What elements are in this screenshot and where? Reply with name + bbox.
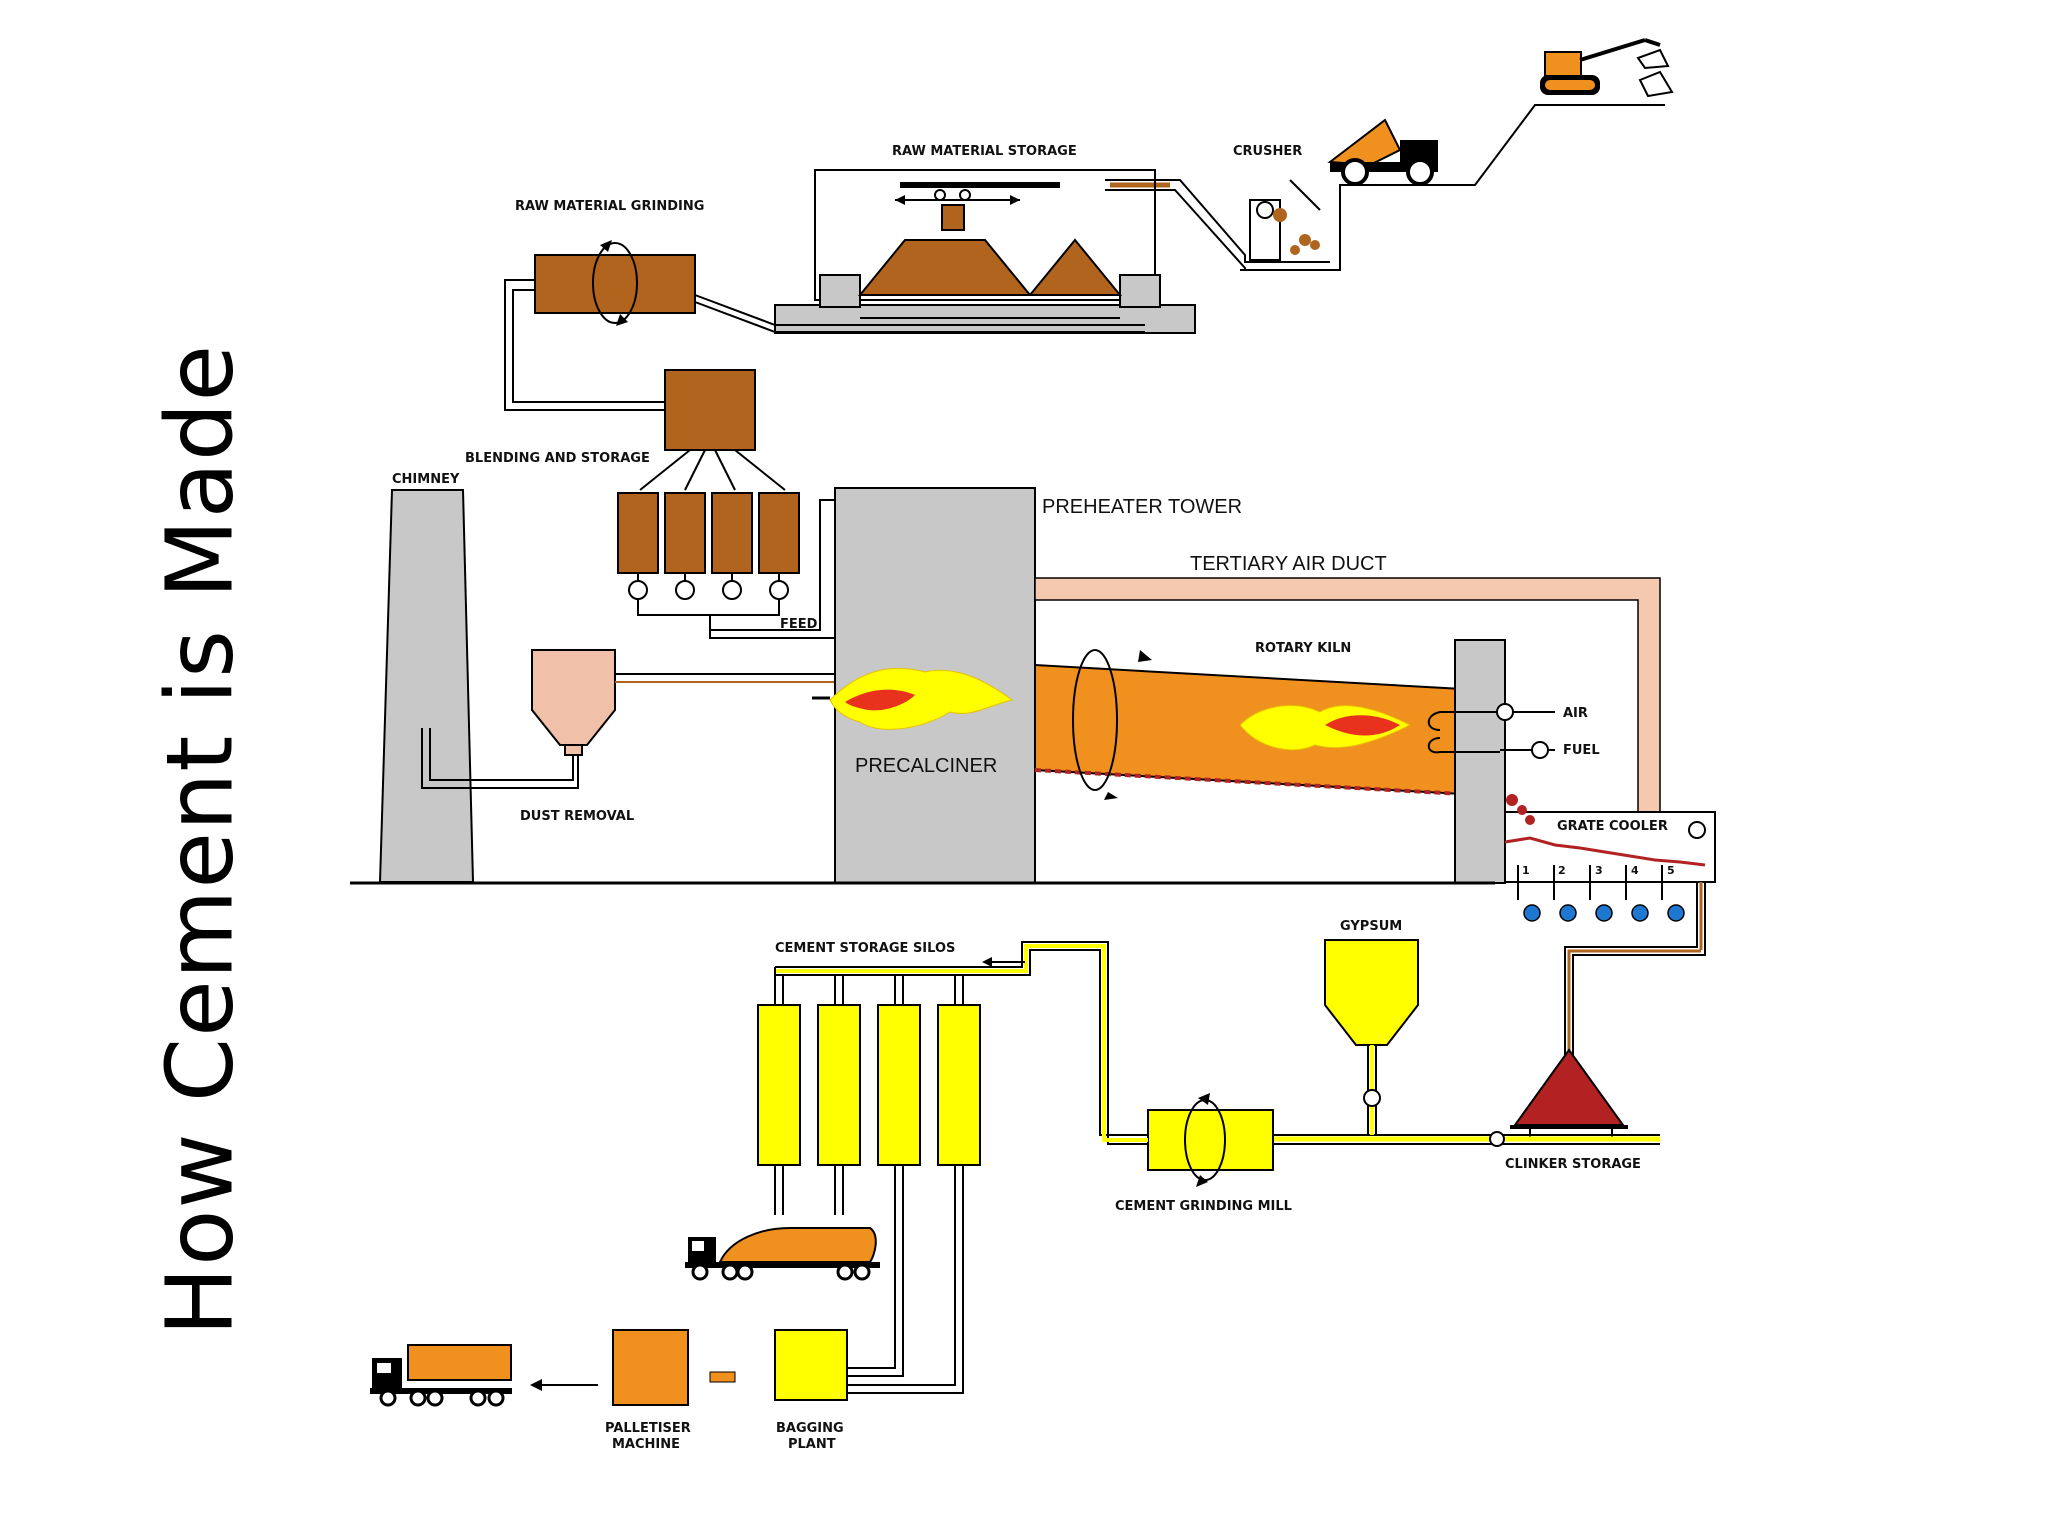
silo-manifold <box>774 966 1022 1005</box>
bulk-tanker-icon <box>685 1227 880 1281</box>
cement-grinding-mill <box>1147 1093 1274 1187</box>
cooler-fan-1: 1 <box>1522 864 1530 877</box>
cooler-fans <box>1517 865 1685 922</box>
gypsum-hopper <box>1324 939 1419 1135</box>
grate-cooler <box>1504 794 1716 883</box>
bag-conveyor <box>709 1371 736 1383</box>
cement-storage-silos-label: CEMENT STORAGE SILOS <box>775 941 955 956</box>
flow-arrow-to-truck <box>530 1379 598 1391</box>
palletiser-machine <box>612 1329 689 1406</box>
preheater-tower-label: PREHEATER TOWER <box>1042 496 1242 518</box>
air-label: AIR <box>1563 706 1588 721</box>
cement-storage-silos <box>757 1004 981 1166</box>
blending-silo <box>664 369 756 451</box>
grinding-to-blending-pipe <box>504 279 665 411</box>
feed-label: FEED <box>780 617 818 632</box>
crusher-icon <box>1249 199 1320 261</box>
clinker-storage <box>1510 1048 1628 1137</box>
kiln-hood <box>1454 639 1506 884</box>
raw-material-storage-label: RAW MATERIAL STORAGE <box>892 144 1077 159</box>
tertiary-air-duct-label: TERTIARY AIR DUCT <box>1190 553 1387 575</box>
bagging-plant <box>774 1329 848 1401</box>
dump-truck-icon <box>1327 118 1438 186</box>
palletiser-label-line1: PALLETISER <box>605 1421 691 1436</box>
clinker-valve <box>1489 1131 1505 1147</box>
clinker-to-mill-pipe <box>1272 1134 1660 1145</box>
blending-and-storage-label: BLENDING AND STORAGE <box>465 451 650 466</box>
cooler-fan-5: 5 <box>1667 864 1675 877</box>
flow-arrow-to-silos <box>982 957 1025 967</box>
silo-outlet-pipes <box>774 1165 964 1394</box>
dust-removal-hopper <box>421 649 835 789</box>
clinker-conveyor <box>1564 882 1706 1055</box>
cooler-fan-4: 4 <box>1631 864 1639 877</box>
cement-grinding-mill-label: CEMENT GRINDING MILL <box>1115 1199 1292 1214</box>
bagging-label-line2: PLANT <box>788 1437 836 1452</box>
raw-material-storage-building <box>774 169 1196 334</box>
bagging-label-line1: BAGGING <box>776 1421 844 1436</box>
storage-to-grinding-conveyor <box>694 294 1145 333</box>
gypsum-label: GYPSUM <box>1340 919 1402 934</box>
raw-material-grinding-mill <box>534 240 696 326</box>
grate-cooler-label: GRATE COOLER <box>1557 819 1668 834</box>
delivery-truck-icon <box>370 1344 512 1407</box>
crusher-label: CRUSHER <box>1233 144 1302 159</box>
fuel-label: FUEL <box>1563 743 1600 758</box>
raw-material-conveyor <box>1105 179 1330 271</box>
rotary-kiln-label: ROTARY KILN <box>1255 641 1351 656</box>
chimney <box>378 489 475 883</box>
precalciner-flame <box>812 667 1014 730</box>
precalciner-label: PRECALCINER <box>855 755 997 777</box>
cooler-fan-labels: 1 2 3 4 5 <box>1522 864 1675 877</box>
storage-silos-row <box>617 492 800 574</box>
feed-valves <box>628 573 789 600</box>
blending-pipes <box>639 449 786 491</box>
dust-removal-label: DUST REMOVAL <box>520 809 634 824</box>
cooler-fan-2: 2 <box>1558 864 1566 877</box>
kiln-flame <box>1239 705 1412 751</box>
clinker-storage-label: CLINKER STORAGE <box>1505 1157 1641 1172</box>
chimney-label: CHIMNEY <box>392 472 460 487</box>
raw-material-grinding-label: RAW MATERIAL GRINDING <box>515 199 704 214</box>
cooler-fan-3: 3 <box>1595 864 1603 877</box>
palletiser-label-line2: MACHINE <box>612 1437 680 1452</box>
excavator-icon <box>1540 38 1674 98</box>
burner-valves <box>1496 703 1549 759</box>
